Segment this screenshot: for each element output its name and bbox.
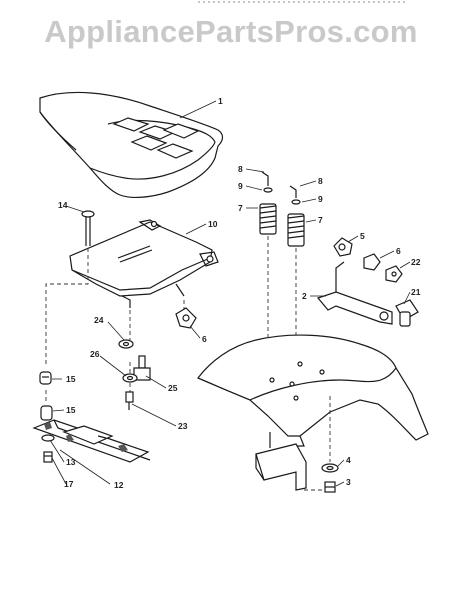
watermark-logo: AppliancePartsPros.com: [44, 14, 418, 49]
fender-frame: [197, 334, 429, 447]
lower-bracket: [255, 432, 307, 491]
spring-13: [41, 434, 55, 442]
washer-26: [122, 373, 138, 383]
callout-17: 17: [64, 479, 74, 489]
bolt-17: [43, 451, 53, 463]
spring-assembly-left: [259, 171, 277, 235]
seat-part: [39, 91, 224, 198]
nut-6: [363, 253, 381, 271]
callout-3: 3: [346, 477, 351, 487]
callout-12: 12: [114, 480, 124, 490]
callout-5-right: 5: [360, 231, 365, 241]
callout-9-right: 9: [318, 194, 323, 204]
bolt-23: [125, 391, 134, 410]
callout-13: 13: [66, 457, 76, 467]
callout-6-right: 6: [396, 246, 401, 256]
callout-15-lower: 15: [66, 405, 76, 415]
clip-5-left: [175, 307, 197, 329]
leader-lines: [49, 100, 411, 487]
knob-15-upper: [39, 371, 52, 385]
callout-1: 1: [218, 96, 223, 106]
callout-10: 10: [208, 219, 218, 229]
seat-bracket-2: [316, 261, 393, 325]
callout-23: 23: [178, 421, 188, 431]
callout-numbers: 1 14 10 8 9 7 8 9 7 5 6 22 21 2 6 24 26 …: [58, 96, 421, 490]
callout-26: 26: [90, 349, 100, 359]
callout-9-left: 9: [238, 181, 243, 191]
knob-15-lower: [40, 405, 53, 421]
callout-2: 2: [302, 291, 307, 301]
callout-8-left: 8: [238, 164, 243, 174]
bolt-14: [81, 210, 95, 246]
callout-7-left: 7: [238, 203, 243, 213]
callout-4: 4: [346, 455, 351, 465]
bolt-3: [324, 481, 336, 493]
callout-15-upper: 15: [66, 374, 76, 384]
callout-7-right: 7: [318, 215, 323, 225]
callout-6-left: 6: [202, 334, 207, 344]
bumper-5-right: [333, 237, 353, 257]
spring-assembly-right: [287, 185, 305, 247]
slide-rail-part: [32, 419, 151, 463]
seat-pan-part: [69, 219, 219, 308]
washer-24: [118, 339, 134, 349]
callout-25: 25: [168, 383, 178, 393]
callout-24: 24: [94, 315, 104, 325]
callout-22: 22: [411, 257, 421, 267]
callout-14: 14: [58, 200, 68, 210]
callout-8-right: 8: [318, 176, 323, 186]
nut-22: [385, 265, 403, 283]
knob-21: [395, 299, 419, 327]
washer-4: [321, 463, 339, 473]
callout-21: 21: [411, 287, 421, 297]
